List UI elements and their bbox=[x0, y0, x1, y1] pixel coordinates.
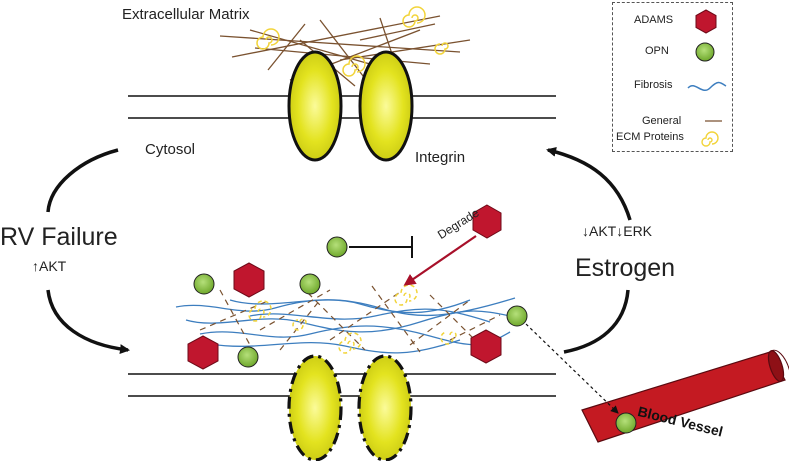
integrin-left bbox=[287, 50, 343, 162]
top-ecm-spirals bbox=[256, 6, 449, 77]
opn-molecules bbox=[193, 236, 528, 368]
down-akt-erk-label: ↓AKT↓ERK bbox=[582, 223, 653, 239]
blood-vessel bbox=[581, 349, 789, 443]
legend-opn-icon bbox=[695, 42, 715, 62]
extracellular-matrix-label: Extracellular Matrix bbox=[122, 6, 250, 23]
opn-circle-in-vessel bbox=[615, 412, 637, 434]
integrin-right-degraded bbox=[357, 354, 413, 461]
ecm-spiral bbox=[434, 42, 449, 55]
cytosol-label: Cytosol bbox=[145, 141, 196, 158]
adams-hexagon bbox=[187, 335, 219, 370]
legend-adams-label: ADAMS bbox=[634, 14, 674, 26]
legend-fibrosis-icon bbox=[687, 81, 727, 91]
top-integrins bbox=[287, 50, 414, 162]
legend-adams-icon bbox=[695, 9, 717, 34]
integrin-label: Integrin bbox=[415, 149, 466, 166]
opn-to-blood-arrow bbox=[525, 323, 619, 414]
opn-inhibits-degrade bbox=[349, 236, 413, 258]
legend-icons bbox=[687, 9, 727, 147]
adams-hexagon bbox=[233, 262, 265, 298]
legend-fibrosis-label: Fibrosis bbox=[634, 79, 673, 91]
bottom-membrane bbox=[128, 373, 556, 397]
rv-failure-label: RV Failure bbox=[0, 223, 118, 251]
estrogen-label: Estrogen bbox=[575, 254, 676, 282]
legend-general-label: General bbox=[642, 115, 682, 127]
adams-molecules bbox=[187, 204, 502, 370]
fibrosis-lines bbox=[175, 297, 521, 354]
adams-hexagon bbox=[472, 204, 502, 239]
opn-circle bbox=[506, 305, 528, 327]
legend-opn-label: OPN bbox=[645, 45, 669, 57]
integrin-left-degraded bbox=[287, 354, 343, 461]
cycle-arrow-left-bottom bbox=[46, 289, 130, 355]
bottom-integrins bbox=[287, 354, 413, 461]
cycle-arrow-right-top bbox=[546, 146, 632, 221]
legend bbox=[612, 2, 733, 152]
ecm-spiral bbox=[342, 55, 366, 77]
ecm-spiral bbox=[402, 6, 426, 28]
degraded-ecm-fragments bbox=[199, 284, 501, 353]
ecm-spiral bbox=[256, 28, 280, 50]
legend-ecm-spiral-icon bbox=[701, 131, 719, 147]
opn-circle bbox=[326, 236, 348, 258]
opn-circle bbox=[193, 273, 215, 295]
degrade-arrow bbox=[403, 235, 477, 286]
cycle-arrow-right-bottom bbox=[563, 289, 630, 354]
opn-circle bbox=[299, 273, 321, 295]
integrin-right bbox=[358, 50, 414, 162]
degraded-ecm-spirals bbox=[248, 284, 457, 354]
up-akt-label: ↑AKT bbox=[32, 258, 67, 274]
cycle-arrow-left-top bbox=[46, 148, 119, 213]
opn-circle bbox=[237, 346, 259, 368]
top-ecm-fibers bbox=[219, 15, 471, 87]
adams-hexagon bbox=[470, 329, 502, 364]
legend-ecm-proteins-label: ECM Proteins bbox=[616, 131, 684, 143]
